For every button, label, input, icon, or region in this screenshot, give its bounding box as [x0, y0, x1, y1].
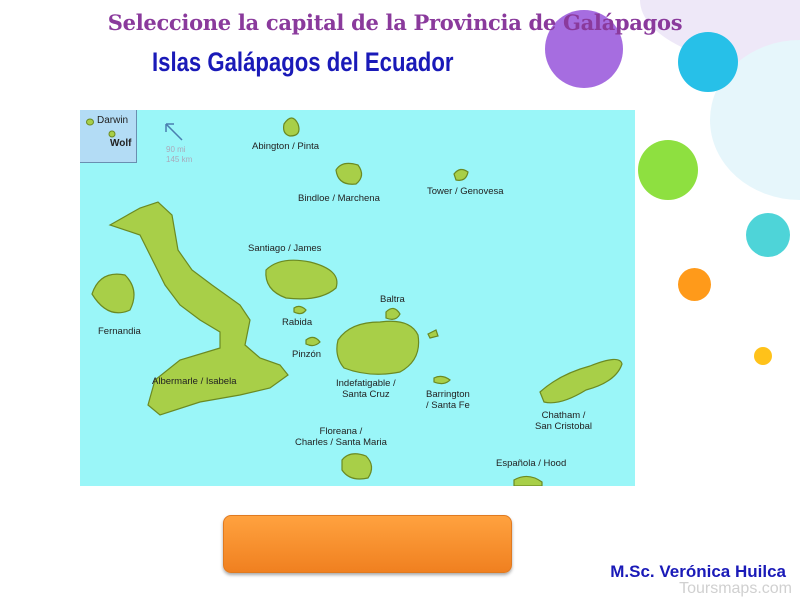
galapagos-map: Darwin Wolf 90 mi 145 km Abington / Pint…: [80, 110, 635, 486]
pinta-island: [283, 117, 300, 137]
label-rabida: Rabida: [282, 317, 313, 328]
scale-km: 145 km: [166, 155, 193, 164]
label-baltra: Baltra: [380, 294, 405, 305]
label-line: San Cristobal: [535, 421, 593, 432]
pinzon-island: [305, 336, 321, 347]
author-name: M.Sc. Verónica Huilca: [610, 562, 786, 581]
small-island: [427, 329, 439, 339]
decor-circle: [678, 32, 738, 92]
label-santa-fe: Barrington/ Santa Fe: [426, 389, 470, 411]
slide-subtitle: Islas Galápagos del Ecuador: [152, 47, 454, 77]
decor-circle: [754, 347, 772, 365]
decor-circle: [545, 10, 623, 88]
scale-miles: 90 mi: [166, 145, 186, 154]
genovesa-island: [453, 168, 469, 181]
label-santa-cruz: Indefatigable /Santa Cruz: [336, 378, 396, 400]
label-santiago: Santiago / James: [248, 243, 322, 254]
floreana-island: [341, 453, 373, 480]
islands-layer: [91, 117, 623, 486]
san-cristobal-island: [539, 358, 623, 404]
label-espanola: Española / Hood: [496, 458, 567, 469]
label-pinzon: Pinzón: [292, 349, 322, 360]
marchena-island: [335, 162, 363, 185]
label-fernandina: Fernandia: [98, 326, 141, 337]
label-line: Indefatigable /: [336, 378, 396, 389]
label-line: Charles / Santa Maria: [295, 437, 387, 448]
espanola-island: [513, 475, 543, 486]
label-genovesa: Tower / Genovesa: [427, 186, 504, 197]
label-line: / Santa Fe: [426, 400, 470, 411]
santa-cruz-island: [336, 320, 420, 375]
label-line: Santa Cruz: [342, 389, 390, 400]
north-arrow-icon: [165, 123, 183, 141]
answer-button[interactable]: [223, 515, 512, 573]
label-isabela: Albermarle / Isabela: [152, 376, 237, 387]
santa-fe-island: [433, 375, 451, 385]
fernandina-island: [91, 273, 135, 314]
label-floreana: Floreana /Charles / Santa Maria: [295, 426, 387, 448]
label-line: Barrington: [426, 389, 470, 400]
rabida-island: [293, 305, 307, 315]
question-title: Seleccione la capital de la Provincia de…: [107, 10, 683, 35]
decor-circle: [638, 140, 698, 200]
label-line: Chatham /: [541, 410, 586, 421]
label-marchena: Bindloe / Marchena: [298, 193, 380, 204]
label-line: Floreana /: [319, 426, 363, 437]
santiago-island: [265, 259, 338, 300]
label-san-cristobal: Chatham /San Cristobal: [535, 410, 592, 432]
label-darwin: Darwin: [97, 115, 129, 126]
label-wolf: Wolf: [110, 138, 132, 149]
inset-islands: [86, 118, 116, 138]
baltra-island: [385, 307, 401, 320]
label-pinta: Abington / Pinta: [252, 141, 320, 152]
watermark: Toursmaps.com: [679, 580, 792, 597]
isabela-island: [108, 201, 289, 416]
decor-circle: [678, 268, 711, 301]
darwin-wolf-inset: Darwin Wolf: [80, 110, 137, 163]
decor-circle: [746, 213, 790, 257]
